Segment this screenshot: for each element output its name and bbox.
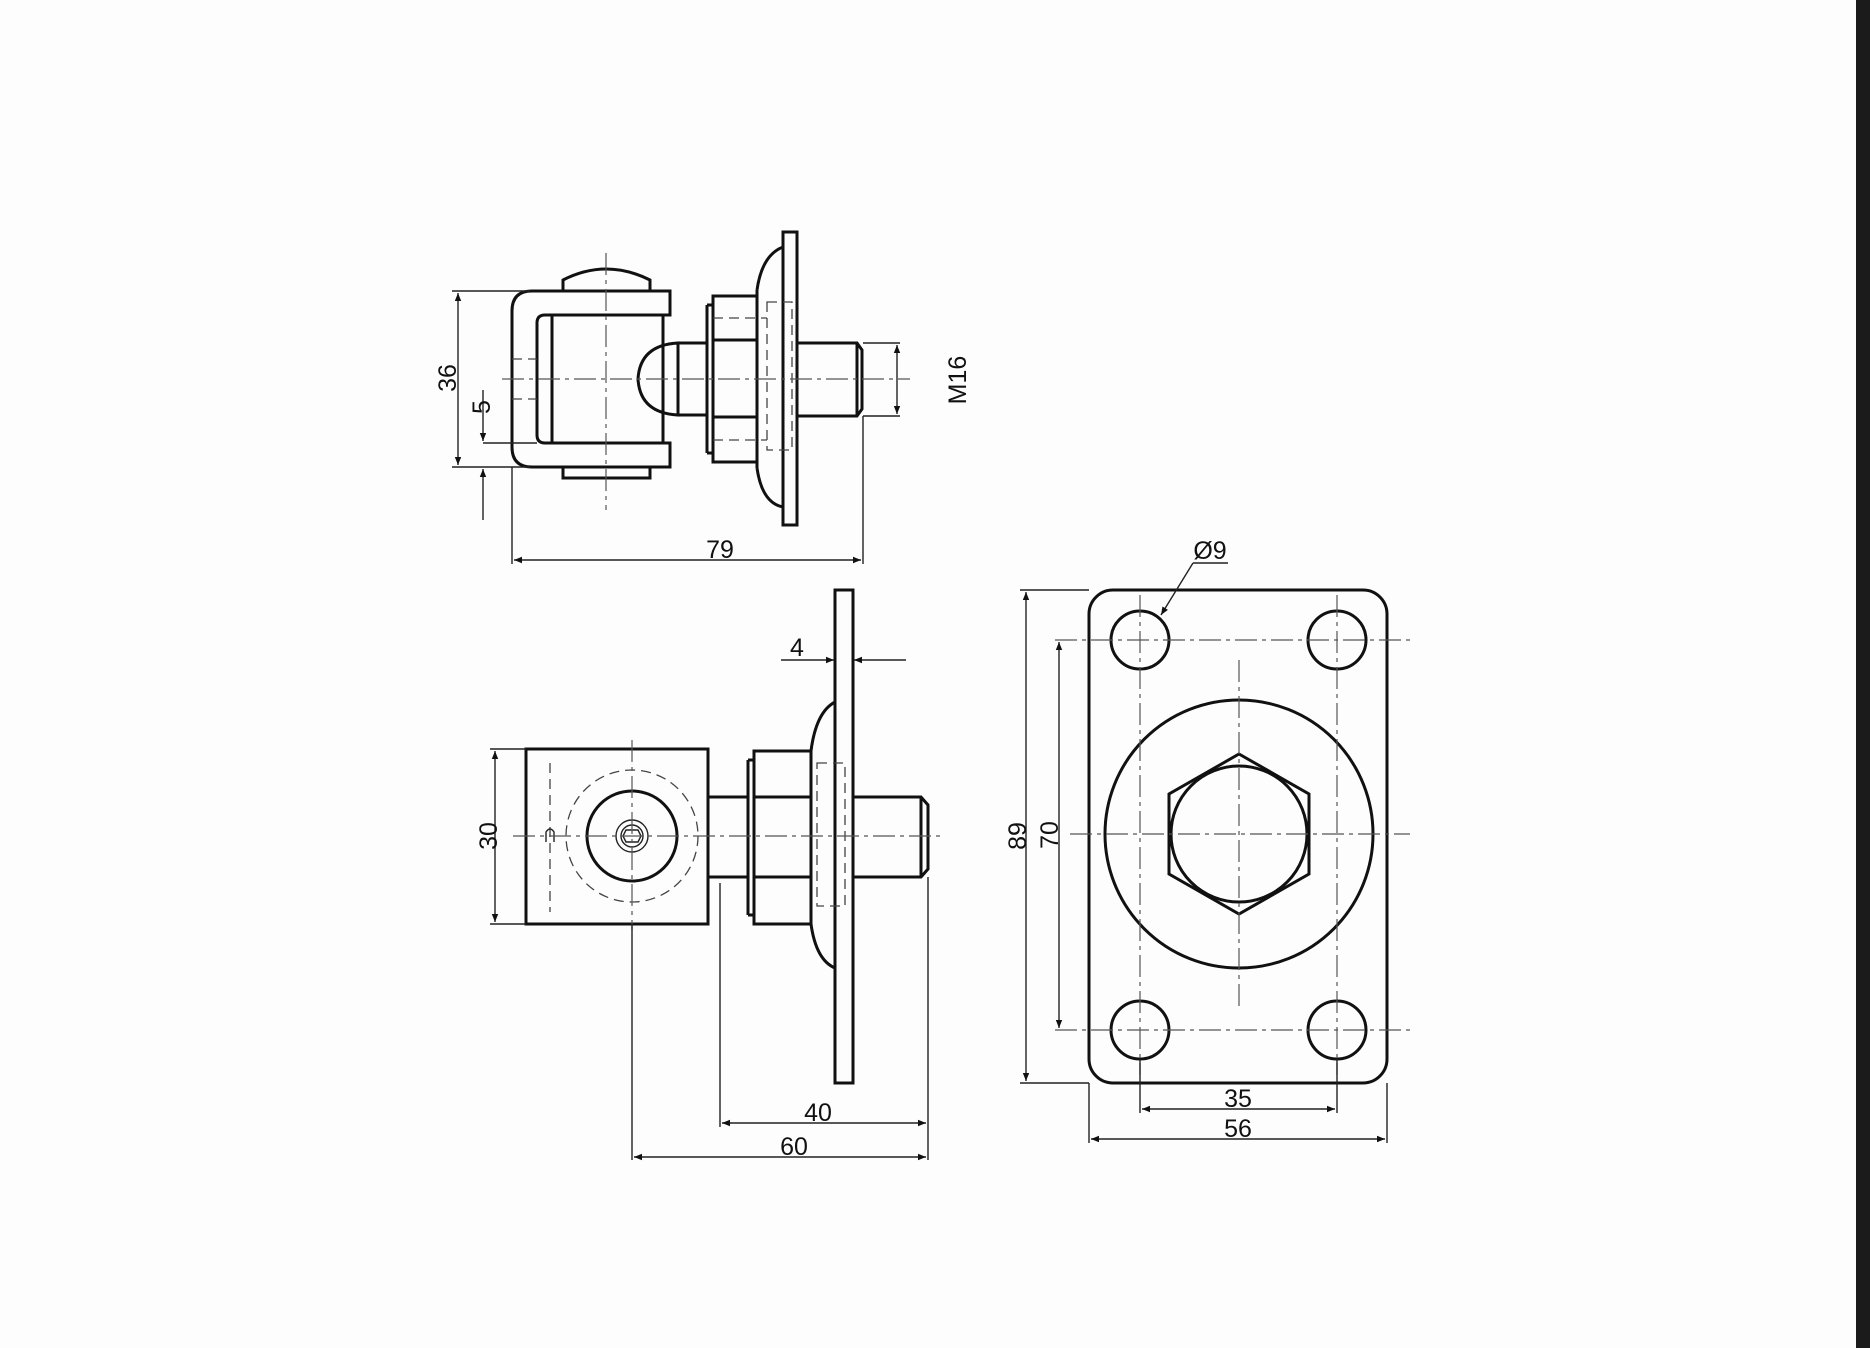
dim-40: 40	[804, 1099, 832, 1127]
clevis	[510, 289, 672, 469]
dim-79: 79	[706, 536, 734, 564]
dim-4: 4	[790, 634, 804, 662]
front-view: 30 4 40 60	[475, 588, 942, 1161]
dim-35: 35	[1224, 1085, 1252, 1113]
threaded-shaft	[853, 795, 930, 879]
window-edge	[1856, 0, 1870, 1348]
clevis-block	[550, 313, 665, 445]
dome-washer	[755, 245, 784, 509]
dim-60: 60	[780, 1133, 808, 1161]
nut	[746, 749, 813, 926]
side-view: 36 5 79 M16 M16	[434, 230, 972, 564]
dim-5: 5	[468, 400, 496, 414]
base-plate	[1087, 588, 1389, 1085]
dim-hole-diameter: Ø9	[1193, 537, 1226, 565]
dim-36: 36	[434, 364, 462, 392]
dim-89: 89	[1004, 822, 1032, 850]
plate-view: 89 70 35 56 Ø9	[1004, 537, 1413, 1143]
dim-56: 56	[1224, 1115, 1252, 1143]
dim-m16-label: M16	[944, 356, 972, 405]
dim-30: 30	[475, 822, 503, 850]
shaft	[706, 795, 750, 879]
dim-70: 70	[1036, 821, 1064, 849]
dome-washer	[809, 700, 836, 970]
